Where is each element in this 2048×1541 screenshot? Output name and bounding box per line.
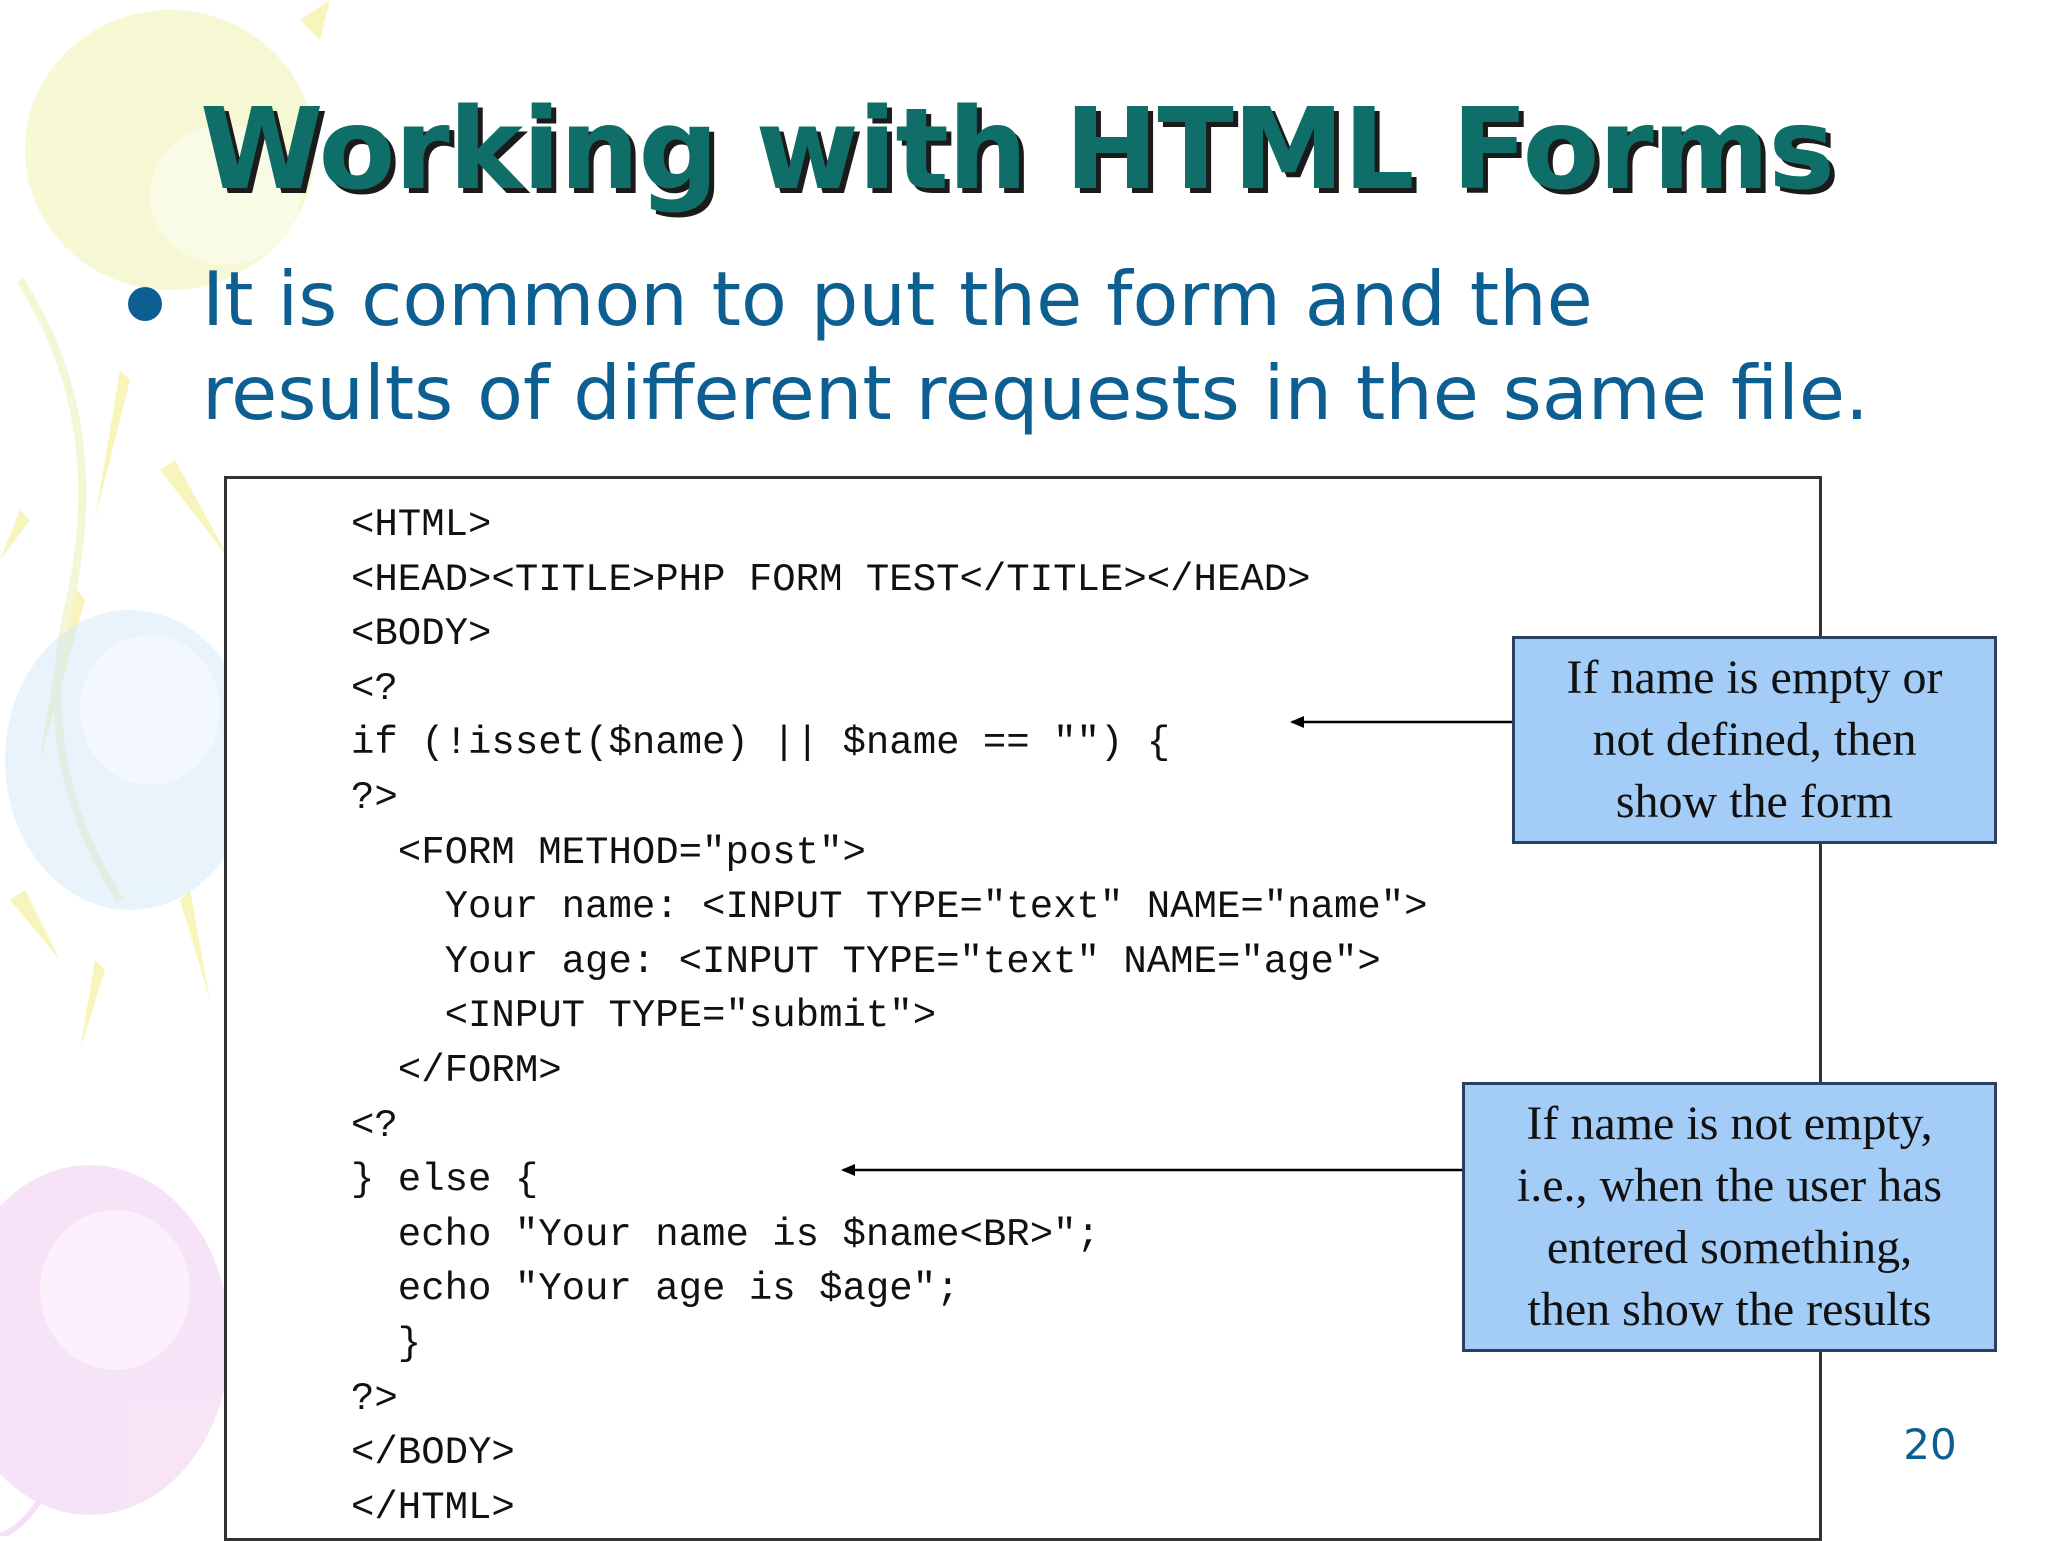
bullet-line-1: It is common to put the form and the [202, 255, 1593, 343]
code-line: Your name: <INPUT TYPE="text" NAME="name… [351, 885, 1428, 930]
callout-line: then show the results [1527, 1283, 1932, 1336]
code-line: <INPUT TYPE="submit"> [351, 994, 937, 1039]
bullet-dot [128, 287, 162, 321]
code-line: } else { [351, 1158, 539, 1203]
code-line: <? [351, 666, 398, 711]
code-line: ?> [351, 1376, 398, 1421]
bullet-text: It is common to put the form and the res… [202, 252, 2002, 440]
code-line: <HEAD><TITLE>PHP FORM TEST</TITLE></HEAD… [351, 557, 1311, 602]
code-line: Your age: <INPUT TYPE="text" NAME="age"> [351, 939, 1381, 984]
code-line: <FORM METHOD="post"> [351, 830, 866, 875]
callout-line: If name is not empty, [1526, 1097, 1933, 1150]
callout-show-results: If name is not empty, i.e., when the use… [1462, 1082, 1997, 1352]
code-line: echo "Your name is $name<BR>"; [351, 1212, 1100, 1257]
code-listing-box: <HTML> <HEAD><TITLE>PHP FORM TEST</TITLE… [224, 476, 1822, 1541]
callout-line: not defined, then [1592, 713, 1917, 766]
code-line: </FORM> [351, 1048, 562, 1093]
code-line: <BODY> [351, 612, 492, 657]
callout-show-form: If name is empty or not defined, then sh… [1512, 636, 1997, 844]
bullet-line-2: results of different requests in the sam… [202, 349, 1869, 437]
code-line: </HTML> [351, 1485, 515, 1530]
code-line: <? [351, 1103, 398, 1148]
code-line: ?> [351, 775, 398, 820]
code-line: } [351, 1321, 422, 1366]
callout-line: show the form [1615, 775, 1894, 828]
code-listing: <HTML> <HEAD><TITLE>PHP FORM TEST</TITLE… [351, 498, 1428, 1535]
code-line: echo "Your age is $age"; [351, 1267, 960, 1312]
callout-line: If name is empty or [1566, 651, 1943, 704]
slide-title: Working with HTML Forms [200, 85, 1835, 215]
code-line: <HTML> [351, 503, 492, 547]
code-line: if (!isset($name) || $name == "") { [351, 721, 1171, 766]
page-number: 20 [1903, 1420, 1957, 1469]
callout-line: entered something, [1546, 1221, 1913, 1274]
callout-line: i.e., when the user has [1516, 1159, 1943, 1212]
code-line: </BODY> [351, 1431, 515, 1476]
